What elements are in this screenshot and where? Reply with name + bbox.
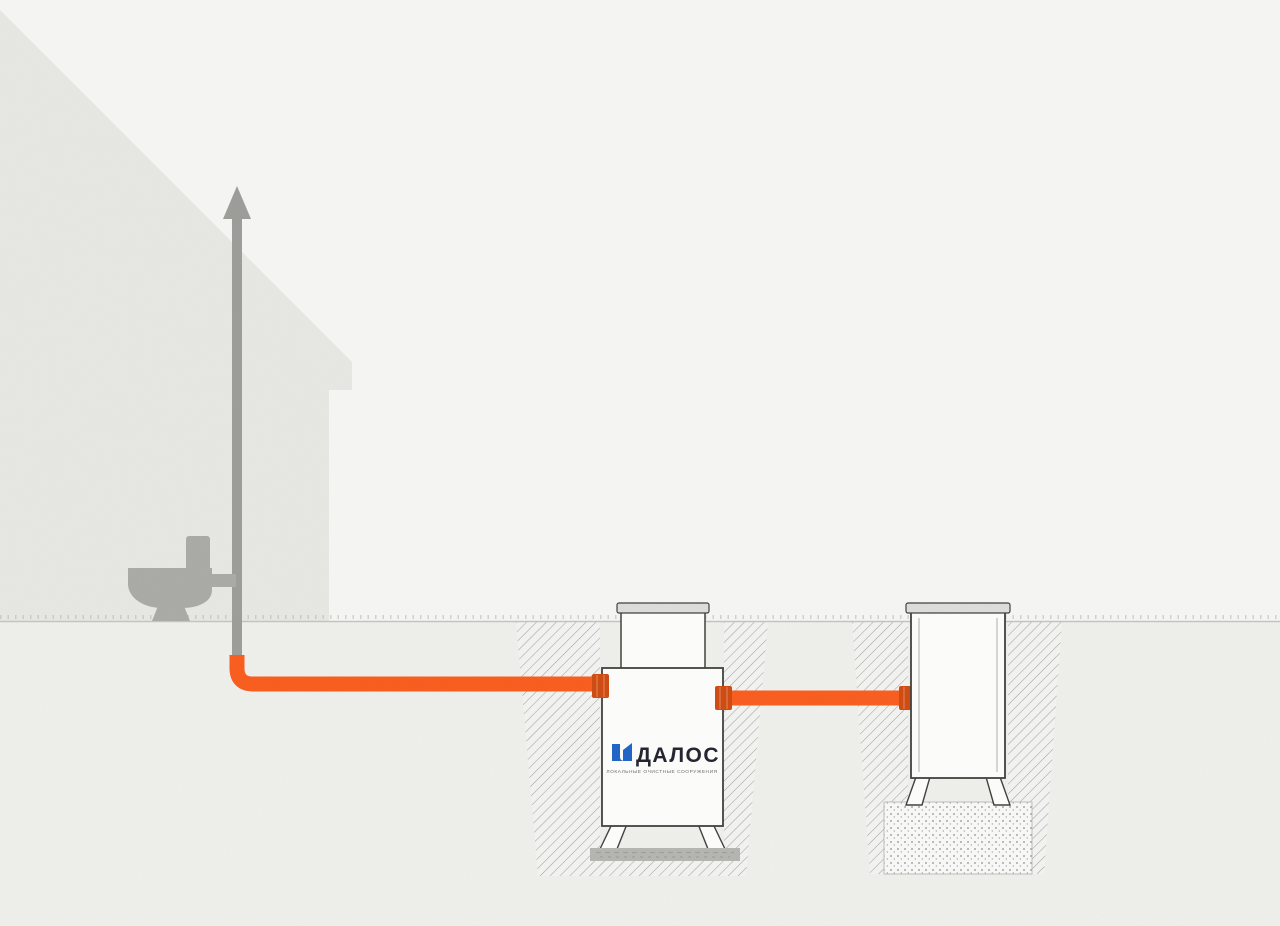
illustration-canvas: ДАЛОС ЛОКАЛЬНЫЕ ОЧИСТНЫЕ СООРУЖЕНИЯ — [0, 0, 1280, 926]
paper-texture — [0, 0, 1280, 926]
